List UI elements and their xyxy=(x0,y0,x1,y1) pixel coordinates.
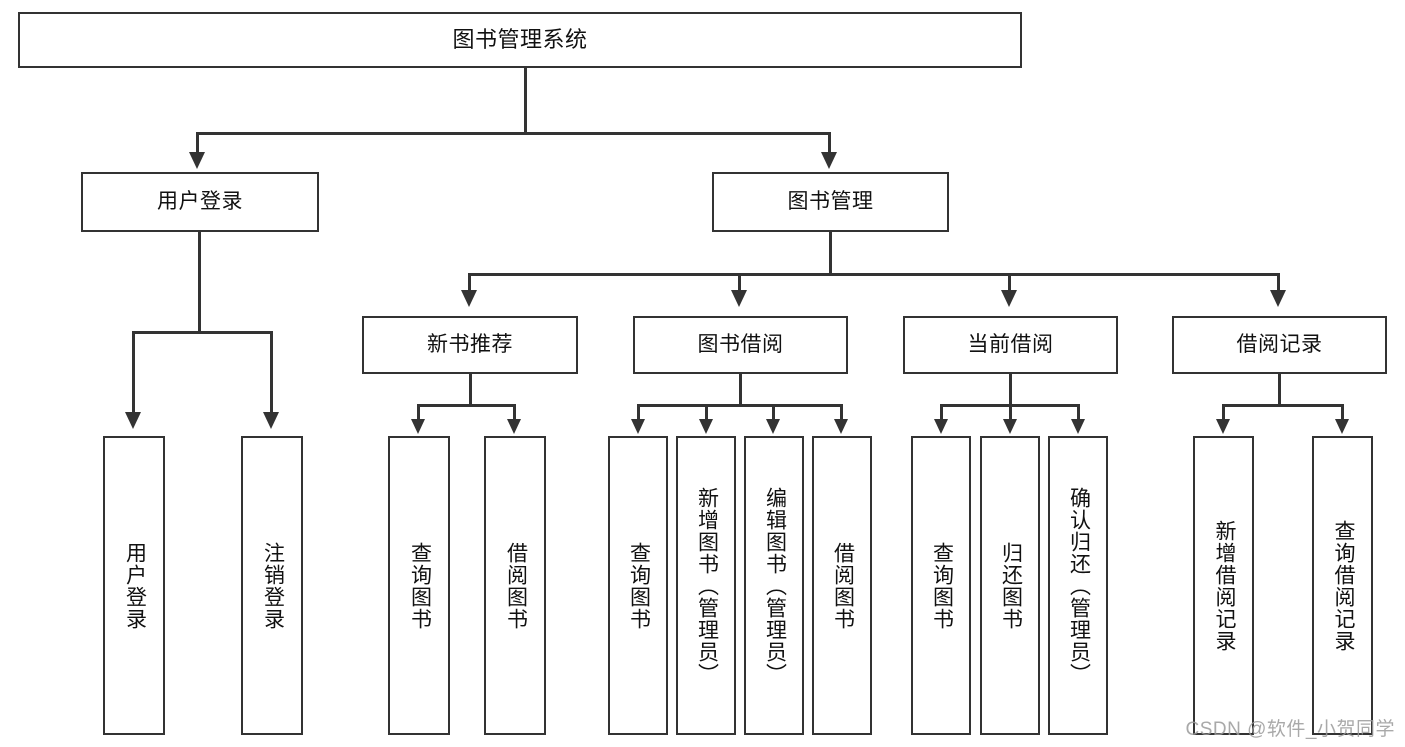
connector-book-borrow-leaf-4 xyxy=(840,404,843,422)
node-label: 新增图书（管理员） xyxy=(695,486,719,685)
arrow-new-book-leaf-1 xyxy=(411,419,425,434)
leaf-current-borrow-query[interactable]: 查询图书 xyxy=(911,436,971,735)
connector-current-borrow-leaf-3 xyxy=(1077,404,1080,422)
node-label: 图书管理系统 xyxy=(452,27,588,53)
leaf-new-book-query[interactable]: 查询图书 xyxy=(388,436,450,735)
node-user-login[interactable]: 用户登录 xyxy=(81,172,319,232)
arrow-book-borrow-leaf-1 xyxy=(631,419,645,434)
connector-bm-to-borrow-records xyxy=(1277,273,1280,295)
connector-book-borrow-leaf-1 xyxy=(637,404,640,422)
connector-current-borrow-leaf-2 xyxy=(1009,404,1012,422)
connector-borrow-records-bus xyxy=(1222,404,1342,407)
connector-user-login-leaf-1 xyxy=(132,331,135,417)
arrow-bm-to-book-borrow xyxy=(731,290,747,307)
arrow-bm-to-new-book xyxy=(461,290,477,307)
node-current-borrow[interactable]: 当前借阅 xyxy=(903,316,1118,374)
arrow-current-borrow-leaf-1 xyxy=(934,419,948,434)
node-book-management[interactable]: 图书管理 xyxy=(712,172,949,232)
node-label: 图书管理 xyxy=(787,189,874,213)
arrow-bm-to-current-borrow xyxy=(1001,290,1017,307)
connector-borrow-records-leaf-2 xyxy=(1341,404,1344,422)
arrow-borrow-records-leaf-2 xyxy=(1335,419,1349,434)
arrow-new-book-leaf-2 xyxy=(507,419,521,434)
leaf-current-borrow-return[interactable]: 归还图书 xyxy=(980,436,1040,735)
node-label: 编辑图书（管理员） xyxy=(763,486,787,685)
connector-new-book-leaf-2 xyxy=(513,404,516,422)
leaf-book-borrow-borrow[interactable]: 借阅图书 xyxy=(812,436,872,735)
arrow-user-login-leaf-2 xyxy=(263,412,279,429)
connector-bm-to-book-borrow xyxy=(738,273,741,295)
arrow-root-to-user-login xyxy=(189,152,205,169)
node-root-book-management-system[interactable]: 图书管理系统 xyxy=(18,12,1022,68)
arrow-book-borrow-leaf-4 xyxy=(834,419,848,434)
leaf-user-login-login[interactable]: 用户登录 xyxy=(103,436,165,735)
connector-book-borrow-leaf-3 xyxy=(772,404,775,422)
arrow-book-borrow-leaf-2 xyxy=(699,419,713,434)
connector-book-borrow-stem xyxy=(739,374,742,407)
connector-book-borrow-bus xyxy=(637,404,843,407)
node-label: 新增借阅记录 xyxy=(1212,519,1236,652)
connector-bm-to-current-borrow xyxy=(1008,273,1011,295)
node-borrow-records[interactable]: 借阅记录 xyxy=(1172,316,1387,374)
node-label: 查询图书 xyxy=(930,541,954,630)
connector-current-borrow-leaf-1 xyxy=(940,404,943,422)
node-new-book-recommend[interactable]: 新书推荐 xyxy=(362,316,578,374)
node-label: 图书借阅 xyxy=(697,332,784,356)
connector-new-book-leaf-1 xyxy=(417,404,420,422)
node-label: 借阅记录 xyxy=(1236,332,1323,356)
node-label: 当前借阅 xyxy=(967,332,1054,356)
node-label: 查询借阅记录 xyxy=(1331,519,1355,652)
node-label: 查询图书 xyxy=(627,541,651,630)
arrow-root-to-book-management xyxy=(821,152,837,169)
leaf-borrow-records-add[interactable]: 新增借阅记录 xyxy=(1193,436,1254,735)
connector-current-borrow-stem xyxy=(1009,374,1012,407)
connector-user-login-bus xyxy=(132,331,271,334)
connector-root-to-user-login xyxy=(196,132,199,157)
connector-root-bus xyxy=(196,132,830,135)
leaf-book-borrow-edit-admin[interactable]: 编辑图书（管理员） xyxy=(744,436,804,735)
arrow-user-login-leaf-1 xyxy=(125,412,141,429)
leaf-book-borrow-add-admin[interactable]: 新增图书（管理员） xyxy=(676,436,736,735)
connector-borrow-records-leaf-1 xyxy=(1222,404,1225,422)
arrow-borrow-records-leaf-1 xyxy=(1216,419,1230,434)
leaf-new-book-borrow[interactable]: 借阅图书 xyxy=(484,436,546,735)
connector-book-management-stem xyxy=(829,232,832,276)
leaf-current-borrow-confirm-admin[interactable]: 确认归还（管理员） xyxy=(1048,436,1108,735)
arrow-book-borrow-leaf-3 xyxy=(766,419,780,434)
node-label: 注销登录 xyxy=(261,541,285,630)
node-label: 用户登录 xyxy=(123,541,147,630)
node-label: 归还图书 xyxy=(999,541,1023,630)
node-label: 查询图书 xyxy=(408,541,432,630)
node-label: 借阅图书 xyxy=(831,541,855,630)
node-book-borrow[interactable]: 图书借阅 xyxy=(633,316,848,374)
connector-bm-to-new-book xyxy=(468,273,471,295)
connector-new-book-bus xyxy=(417,404,516,407)
connector-root-stem xyxy=(524,68,527,134)
connector-new-book-stem xyxy=(469,374,472,407)
node-label: 确认归还（管理员） xyxy=(1067,486,1091,685)
node-label: 借阅图书 xyxy=(504,541,528,630)
node-label: 新书推荐 xyxy=(427,332,513,356)
arrow-bm-to-borrow-records xyxy=(1270,290,1286,307)
connector-user-login-leaf-2 xyxy=(270,331,273,417)
connector-user-login-stem xyxy=(198,232,201,334)
leaf-borrow-records-query[interactable]: 查询借阅记录 xyxy=(1312,436,1373,735)
arrow-current-borrow-leaf-2 xyxy=(1003,419,1017,434)
arrow-current-borrow-leaf-3 xyxy=(1071,419,1085,434)
connector-book-management-bus xyxy=(468,273,1280,276)
leaf-book-borrow-query[interactable]: 查询图书 xyxy=(608,436,668,735)
connector-borrow-records-stem xyxy=(1278,374,1281,407)
connector-book-borrow-leaf-2 xyxy=(705,404,708,422)
connector-root-to-book-management xyxy=(828,132,831,157)
node-label: 用户登录 xyxy=(157,189,243,213)
leaf-user-login-logout[interactable]: 注销登录 xyxy=(241,436,303,735)
